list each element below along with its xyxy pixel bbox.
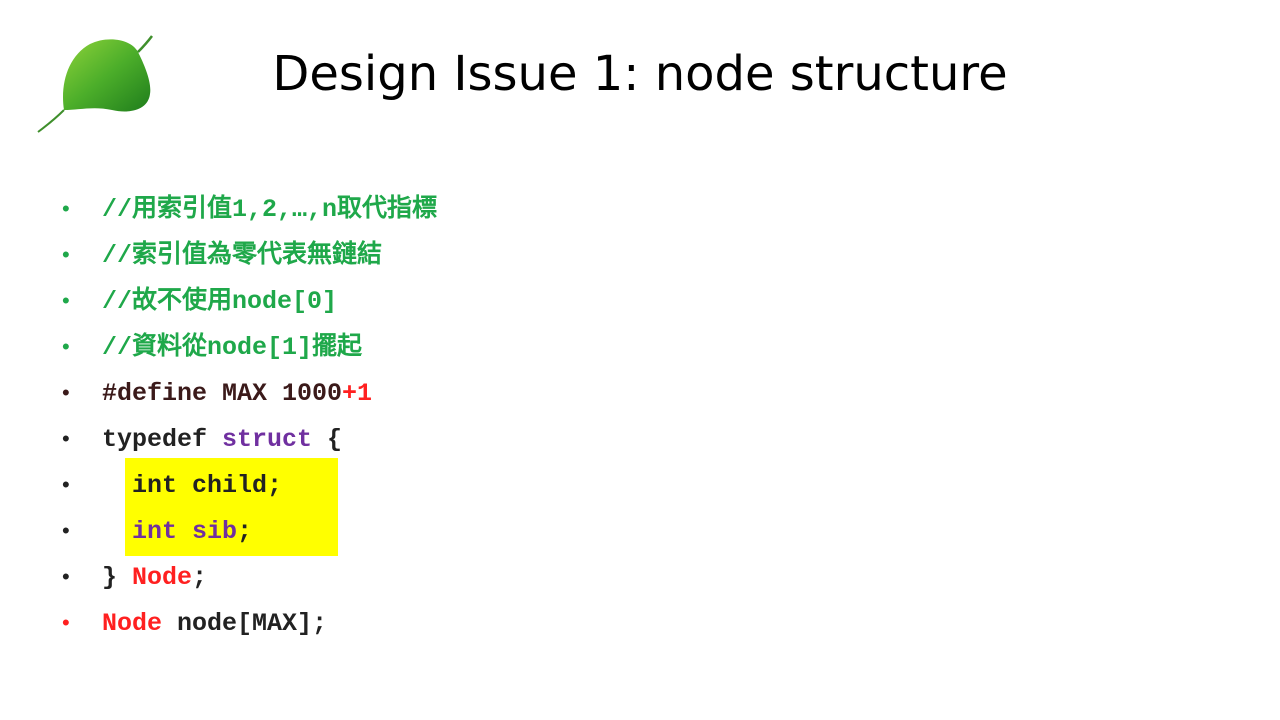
indent <box>102 517 132 546</box>
field-sib: int sib <box>132 517 238 546</box>
code-highlight <box>125 458 338 556</box>
bullet-dot: • <box>62 564 70 589</box>
field-child: int child; <box>132 471 283 500</box>
type-node: Node <box>102 609 163 638</box>
green-leaf-icon <box>37 35 153 133</box>
list-item: • Node node[MAX]; <box>62 600 437 646</box>
struct-keyword: struct <box>222 425 313 454</box>
list-item: • //用索引值1,2,…,n取代指標 <box>62 186 437 232</box>
comment-line: //資料從node[1]擺起 <box>102 333 363 362</box>
list-item: • //故不使用node[0] <box>62 278 437 324</box>
bullet-dot: • <box>62 380 70 405</box>
bullet-dot: • <box>62 518 70 543</box>
indent <box>102 471 132 500</box>
bullet-dot: • <box>62 334 70 359</box>
comment-line: //故不使用node[0] <box>102 287 338 316</box>
list-item: • typedef struct { <box>62 416 437 462</box>
list-item: •} Node; <box>62 554 437 600</box>
bullet-dot: • <box>62 472 70 497</box>
page-title: Design Issue 1: node structure <box>272 46 1008 102</box>
array-decl: node[MAX]; <box>162 609 328 638</box>
comment-line: //索引值為零代表無鏈結 <box>102 241 383 270</box>
define-number: 1000 <box>282 379 343 408</box>
bullet-dot: • <box>62 288 70 313</box>
type-name-node: Node <box>132 563 193 592</box>
bullet-dot: • <box>62 196 70 221</box>
comment-line: //用索引值1,2,…,n取代指標 <box>102 195 438 224</box>
bullet-dot: • <box>62 610 70 635</box>
bullet-dot: • <box>62 242 70 267</box>
semicolon: ; <box>192 563 208 592</box>
list-item: • int sib; <box>62 508 437 554</box>
code-bullet-list: • //用索引值1,2,…,n取代指標 • //索引值為零代表無鏈結 • //故不使用… <box>62 186 437 646</box>
list-item: • //索引值為零代表無鏈結 <box>62 232 437 278</box>
bullet-dot: • <box>62 426 70 451</box>
define-plus: +1 <box>342 379 373 408</box>
list-item: • //資料從node[1]擺起 <box>62 324 437 370</box>
semicolon: ; <box>237 517 253 546</box>
list-item: • int child; <box>62 462 437 508</box>
define-keyword: #define MAX <box>102 379 283 408</box>
list-item: • #define MAX 1000+1 <box>62 370 437 416</box>
close-brace: } <box>102 563 133 592</box>
typedef-keyword: typedef <box>102 425 223 454</box>
open-brace: { <box>312 425 343 454</box>
